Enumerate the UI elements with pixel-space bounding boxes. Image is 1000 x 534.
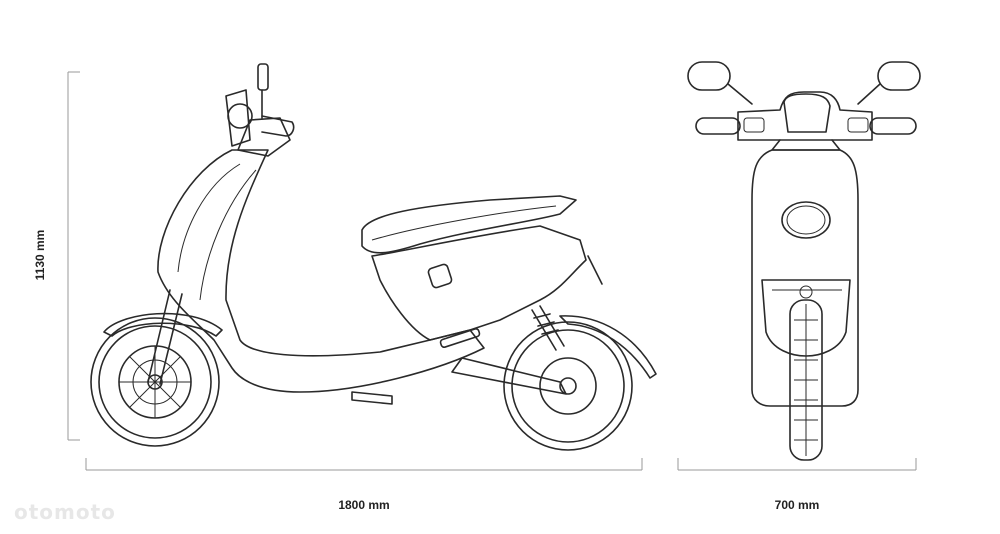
width-dimension-label: 700 mm [774,498,820,512]
left-mirror [687,61,731,91]
length-dimension-line [85,458,643,471]
mirror [257,63,269,91]
swing-arm [451,357,567,395]
height-dimension-line [67,71,80,441]
left-grip [695,117,741,135]
front-shield [751,149,859,407]
rear-fender [559,315,657,379]
battery-cover-handle [427,263,453,289]
rear-body [371,225,587,341]
headlight-front [783,93,831,133]
length-dimension-label: 1800 mm [338,498,390,512]
front-wheel [90,317,220,447]
scooter-front-view [687,61,921,461]
front-emblem [781,201,831,239]
seat [361,195,577,254]
scooter-side-view [90,63,657,451]
front-body [157,149,485,393]
right-mirror [877,61,921,91]
rear-shock [531,305,565,351]
height-dimension-label: 1130 mm [33,229,47,281]
right-grip [869,117,917,135]
front-fender [103,312,223,337]
front-fork [147,289,183,385]
rear-wheel [503,321,633,451]
front-tire [789,299,823,461]
width-dimension-line [677,458,917,471]
watermark-logo: otomoto [14,500,116,524]
